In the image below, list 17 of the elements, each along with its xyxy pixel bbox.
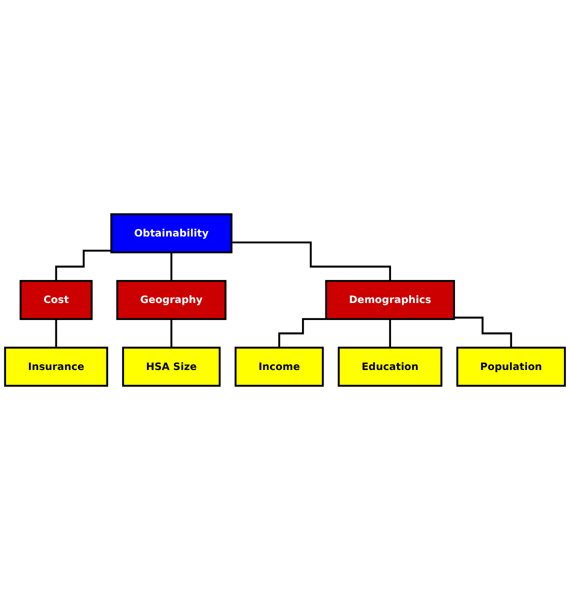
connector — [55, 250, 112, 282]
connector — [170, 318, 172, 349]
node-box: Income — [234, 346, 324, 387]
node-box: Obtainability — [110, 213, 232, 254]
node-box: Geography — [116, 280, 226, 320]
node-box: Demographics — [325, 280, 455, 320]
connector — [170, 251, 172, 282]
connector — [454, 316, 512, 349]
connector — [389, 318, 392, 349]
connector — [278, 318, 327, 349]
connector — [55, 318, 58, 349]
node-box: Cost — [20, 280, 93, 320]
connector — [231, 242, 392, 282]
node-box: Education — [338, 346, 442, 387]
node-box: Insurance — [4, 346, 108, 387]
node-box: Population — [456, 346, 566, 387]
node-box: HSA Size — [122, 346, 221, 387]
